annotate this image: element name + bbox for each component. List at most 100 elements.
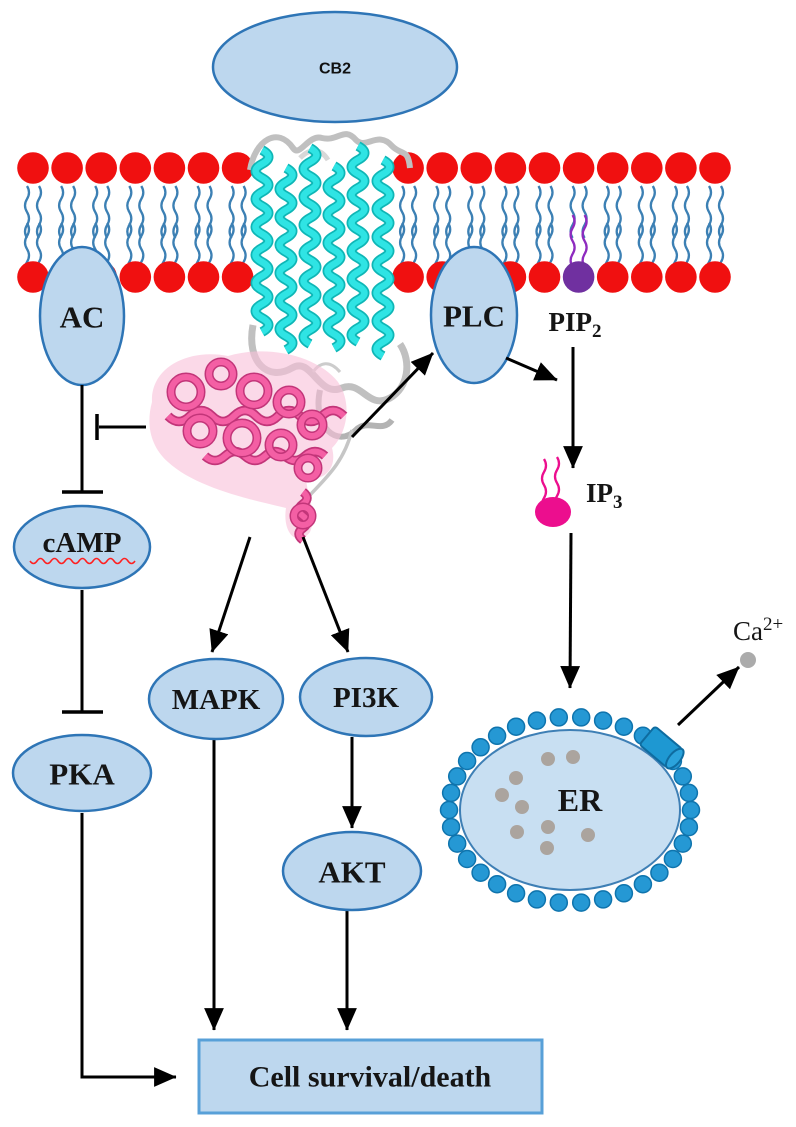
er-ion-dot xyxy=(510,825,524,839)
lipid-head xyxy=(392,261,424,293)
pka-ellipse xyxy=(11,733,153,813)
ribosome xyxy=(441,817,461,837)
er-body xyxy=(459,729,681,891)
lipid-tail xyxy=(138,185,145,239)
cb2-receptor-ribbon xyxy=(247,131,413,497)
lipid-tail xyxy=(398,185,406,239)
lipid-tail xyxy=(671,185,679,239)
ribosome xyxy=(457,751,477,771)
ribosome xyxy=(663,849,683,869)
er-ion-dot xyxy=(515,800,529,814)
camp-squiggle-underline xyxy=(29,557,136,565)
lipid-tail xyxy=(57,185,65,239)
ribosome xyxy=(593,890,613,909)
pip2-head xyxy=(562,261,595,293)
er-ion-dot xyxy=(540,841,554,855)
pip2-tail xyxy=(569,214,576,268)
lipid-tail xyxy=(172,185,179,239)
er-ion-dot xyxy=(495,788,509,802)
er-label: ER xyxy=(558,782,603,818)
g-protein-coil xyxy=(295,455,321,481)
endoplasmic-reticulum: ER xyxy=(439,708,701,912)
lipid-head xyxy=(562,152,595,184)
ip3-head xyxy=(535,497,571,527)
lipid-head xyxy=(528,261,561,293)
er-calcium-store-dots xyxy=(495,750,595,855)
transmembrane-helix xyxy=(348,143,368,345)
lipid-tail xyxy=(717,185,725,239)
arrow-er-calcium xyxy=(676,665,741,727)
g-protein-coil xyxy=(237,374,271,408)
arrow-plc-pip2 xyxy=(505,356,558,382)
g-protein-coil xyxy=(274,387,304,417)
ribosome xyxy=(650,863,669,882)
lipid-tail xyxy=(206,185,213,239)
ribosome xyxy=(614,884,634,903)
lipid-tail xyxy=(433,185,440,239)
er-ion-dot xyxy=(541,820,555,834)
lipid-tail xyxy=(23,185,31,239)
pi3k-label: PI3K xyxy=(333,682,400,714)
transmembrane-helix xyxy=(324,163,344,351)
lipid-tail xyxy=(535,185,542,239)
outcome-label: Cell survival/death xyxy=(249,1061,492,1094)
pip2-label: PIP2 xyxy=(549,307,602,342)
er-ion-dot xyxy=(509,771,523,785)
node-cb2: CB2 xyxy=(211,10,459,124)
lipid-tail xyxy=(615,185,622,239)
er-ion-dot xyxy=(581,828,595,842)
lipid-tail xyxy=(547,185,554,239)
ip3-label: IP3 xyxy=(586,478,623,513)
pip2-tail xyxy=(581,214,588,268)
lipid-head xyxy=(426,152,459,184)
transmembrane-helix xyxy=(373,157,393,359)
er-ion-dot xyxy=(566,750,580,764)
lipid-head xyxy=(631,261,663,293)
ribosome xyxy=(447,767,467,786)
node-camp: cAMP xyxy=(12,504,152,590)
ribosome xyxy=(506,884,526,903)
ribosome xyxy=(527,711,547,730)
lipid-head xyxy=(17,152,49,184)
g-protein-ribbon xyxy=(149,351,348,544)
ip3-label-base: IP xyxy=(586,478,613,508)
mapk-ellipse xyxy=(147,657,285,741)
pip2-label-sub: 2 xyxy=(592,321,602,342)
camp-ellipse xyxy=(12,504,152,590)
calcium-label-sup: 2+ xyxy=(763,614,783,635)
g-protein-coil xyxy=(298,411,326,439)
ribosome xyxy=(506,717,526,736)
node-mapk: MAPK xyxy=(147,657,285,741)
lipid-tail xyxy=(637,185,644,239)
ribosome xyxy=(571,708,591,727)
calcium-label-base: Ca xyxy=(733,616,763,646)
lipid-tail xyxy=(467,185,474,239)
ribosome xyxy=(549,893,569,912)
ribosome xyxy=(457,849,477,869)
calcium-label: Ca2+ xyxy=(733,614,783,646)
plasma-membrane xyxy=(17,152,731,293)
ribosome xyxy=(527,890,547,909)
ribosome xyxy=(487,726,507,746)
channel-cap xyxy=(664,747,685,770)
lipid-head xyxy=(51,152,83,184)
transmembrane-helix xyxy=(300,145,320,347)
extracellular-loop xyxy=(247,131,413,171)
ribosome xyxy=(633,874,653,894)
lipid-tail xyxy=(603,185,610,239)
lipid-tail xyxy=(479,185,486,239)
camp-label: cAMP xyxy=(43,527,122,559)
lipid-tail xyxy=(705,185,713,239)
akt-ellipse xyxy=(281,830,423,912)
lipid-head xyxy=(85,152,117,184)
inhibition-camp-pka xyxy=(62,590,103,714)
lipid-tail xyxy=(126,185,133,239)
ribosome xyxy=(614,717,634,736)
lipid-head xyxy=(17,261,49,293)
g-protein-coil xyxy=(168,374,204,410)
lipid-tail xyxy=(160,185,167,239)
arrow-ip3-er xyxy=(560,532,581,689)
pka-label: PKA xyxy=(49,757,115,792)
outcome-box xyxy=(197,1038,544,1115)
